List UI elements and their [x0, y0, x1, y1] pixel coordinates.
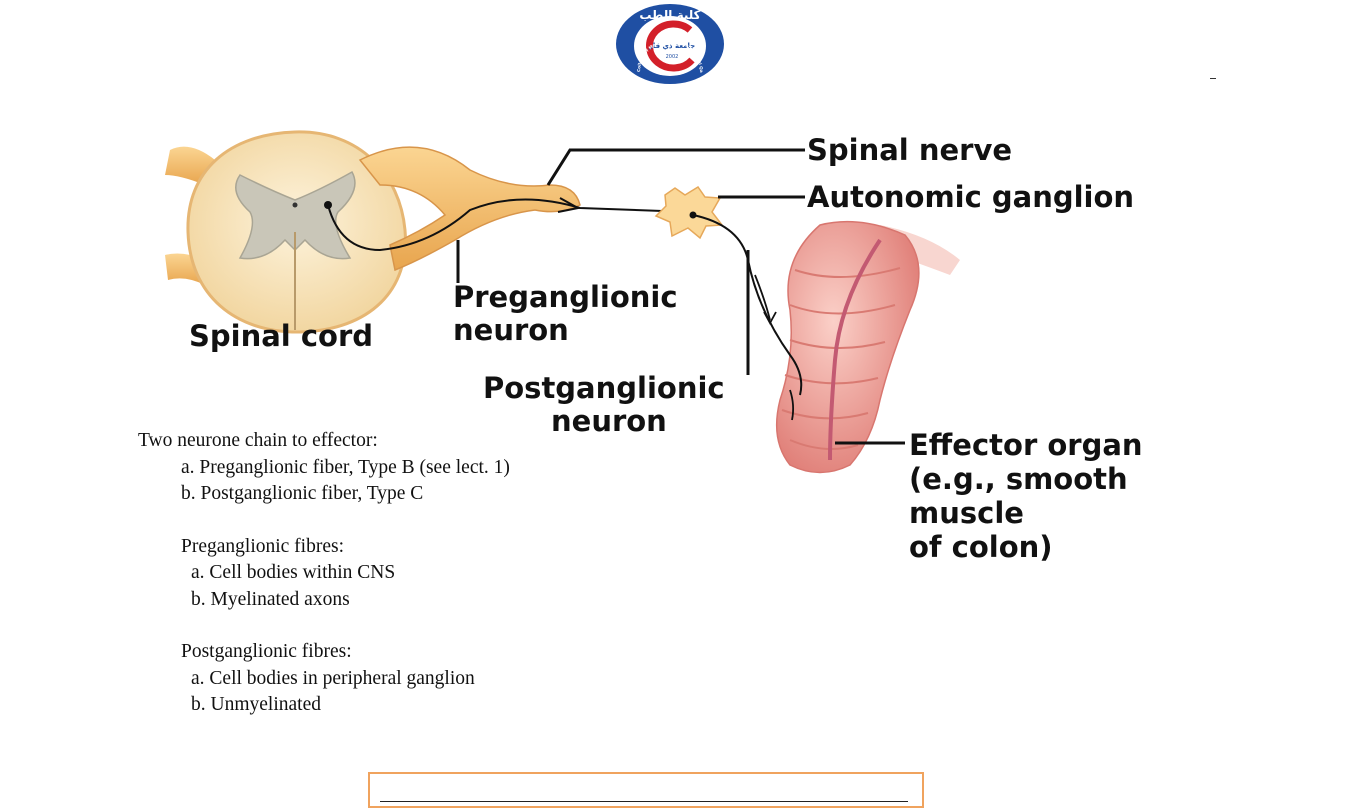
colon-haustra — [789, 439, 859, 450]
label-effector-line1: Effector organ — [909, 428, 1143, 462]
label-spinal-nerve: Spinal nerve — [807, 133, 1012, 167]
label-preganglionic-line1: Preganglionic — [453, 280, 678, 314]
colon-haustra — [794, 267, 901, 279]
label-effector-line2: (e.g., smooth — [909, 462, 1128, 496]
footer-box — [368, 772, 924, 808]
spinal-nerve — [358, 146, 581, 272]
postganglionic-fiber — [692, 214, 803, 396]
label-preganglionic-line2: neuron — [453, 313, 569, 347]
colon-taenia — [828, 238, 882, 461]
footer-rule — [380, 801, 908, 802]
logo-arabic-top: كلية الطب — [639, 8, 700, 22]
postganglionic-arrow — [763, 311, 777, 325]
colon-haustra — [789, 304, 896, 315]
label-effector-line4: of colon) — [909, 530, 1053, 564]
autonomic-pathway-diagram: Spinal nerve Autonomic ganglion Pregangl… — [165, 130, 1143, 564]
autonomic-ganglion — [654, 185, 724, 240]
notes-gap — [138, 508, 510, 534]
notes-item: b. Unmyelinated — [191, 694, 321, 715]
preganglionic-fiber — [327, 198, 691, 252]
notes-heading-chain: Two neurone chain to effector: — [138, 430, 378, 451]
notes-item: b. Postganglionic fiber, Type C — [181, 483, 424, 504]
spinal-cord — [165, 130, 407, 334]
notes-item: a. Cell bodies in peripheral ganglion — [191, 667, 475, 689]
central-canal — [292, 202, 298, 208]
notes-gap — [138, 613, 510, 639]
notes-item: b. Myelinated axons — [191, 588, 350, 610]
label-spinal-cord: Spinal cord — [189, 319, 373, 353]
leader-spinal-nerve — [546, 148, 805, 186]
preganglionic-arrow — [557, 197, 581, 213]
logo-arabic-center: جامعة ذي قار — [648, 42, 695, 50]
logo-year: 2002 — [666, 54, 679, 60]
college-logo: كلية الطب جامعة ذي قار 2002 College of M… — [614, 2, 724, 84]
notes-block: Two neurone chain to effector: a. Pregan… — [138, 428, 510, 719]
gray-matter — [235, 170, 356, 260]
colon-haustra — [781, 409, 869, 420]
label-effector-line3: muscle — [909, 496, 1024, 530]
notes-heading-postganglionic: Postganglionic fibres: — [181, 641, 352, 662]
postganglionic-branch — [789, 389, 795, 421]
notes-item: a. Preganglionic fiber, Type B (see lect… — [181, 456, 510, 478]
effector-organ-colon — [775, 220, 960, 474]
notes-item: a. Cell bodies within CNS — [191, 562, 396, 583]
logo-red-arc — [646, 20, 695, 72]
label-autonomic-ganglion: Autonomic ganglion — [807, 180, 1134, 214]
notes-heading-preganglionic: Preganglionic fibres: — [181, 535, 344, 557]
label-postganglionic-line1: Postganglionic — [483, 371, 725, 405]
postganglionic-branch — [754, 274, 771, 321]
corner-dash — [1210, 78, 1216, 79]
colon-haustra — [784, 374, 879, 385]
label-postganglionic-line2: neuron — [551, 404, 667, 438]
